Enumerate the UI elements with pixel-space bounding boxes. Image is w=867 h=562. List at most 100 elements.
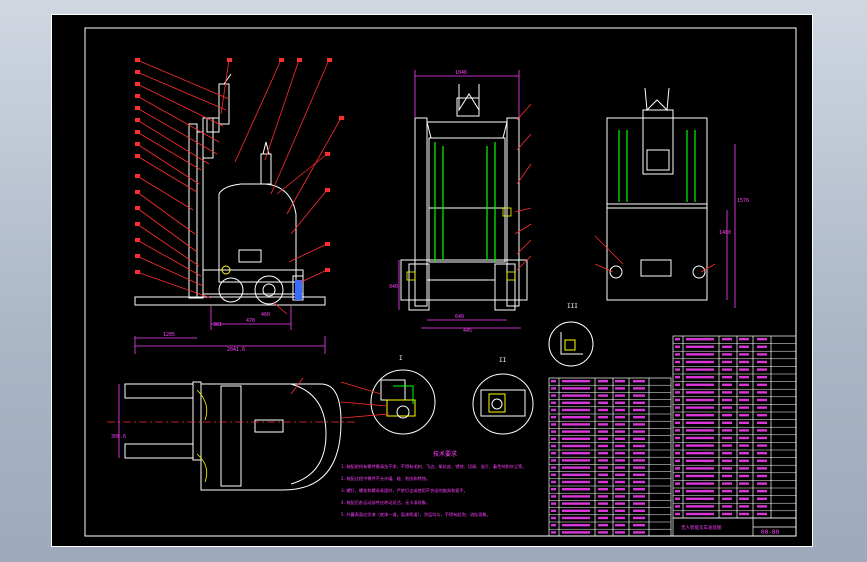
bom-entry-mark [598, 401, 608, 404]
title-block: 无人智能叉车总装图 00-00 [672, 517, 797, 537]
bom-entry-mark [757, 421, 767, 424]
bom-entry-mark [675, 353, 680, 356]
bom-entry-mark [598, 430, 608, 433]
bom-entry-mark [615, 480, 625, 484]
bom-entry-mark [722, 421, 732, 424]
bom-entry-mark [633, 473, 645, 476]
bom-entry-mark [615, 524, 625, 527]
bom-entry-mark [633, 495, 645, 498]
bom-entry-mark [615, 430, 625, 433]
bom-entry-mark [633, 516, 645, 520]
bom-entry-mark [633, 423, 645, 426]
bom-entry-mark [551, 480, 556, 484]
bom-entry-mark [551, 430, 556, 433]
bom-entry-mark [739, 429, 749, 432]
bom-entry-mark [675, 383, 680, 386]
bom-entry-mark [633, 430, 645, 433]
bom-entry-mark [739, 444, 749, 447]
bom-entry-mark [633, 531, 645, 534]
bom-entry-mark [562, 408, 590, 412]
bom-entry-mark [551, 524, 556, 527]
bom-entry-mark [562, 387, 590, 390]
bom-entry-mark [598, 466, 608, 469]
bom-entry-mark [686, 436, 714, 440]
bom-entry-mark [562, 480, 590, 484]
bom-entry-mark [562, 531, 590, 534]
bom-entry-mark [598, 416, 608, 419]
tech-requirement-5: 5. 外露表面应涂漆（底漆一道，面漆两道），涂层均匀，不得有起泡、流挂现象。 [341, 511, 491, 518]
bom-entry-mark [633, 452, 645, 455]
bom-entry-mark [722, 512, 732, 516]
bom-entry-mark [551, 495, 556, 498]
bom-entry-mark [551, 473, 556, 476]
bom-entry-mark [633, 459, 645, 462]
bom-entry-mark [598, 387, 608, 390]
bom-entry-mark [675, 490, 680, 493]
dim-side-1: 640 [455, 314, 464, 320]
bom-entry-mark [598, 531, 608, 534]
bom-entry-mark [633, 408, 645, 412]
dim-front-4: 460 [261, 312, 270, 318]
bom-entry-mark [722, 414, 732, 417]
bom-entry-mark [598, 473, 608, 476]
bom-entry-mark [615, 495, 625, 498]
bom-entry-mark [686, 383, 714, 386]
bom-entry-mark [757, 376, 767, 379]
bom-entry-mark [739, 436, 749, 440]
bom-entry-mark [562, 509, 590, 512]
bom-entry-mark [757, 497, 767, 500]
rear-dimension-labels: 1576 1400 [719, 198, 749, 236]
bom-entry-mark [686, 444, 714, 447]
tech-requirement-4: 4. 装配后各运动部件应转动灵活，无卡滞现象。 [341, 499, 430, 506]
bom-entry-mark [757, 459, 767, 462]
bom-entry-mark [598, 423, 608, 426]
bom-entry-mark [686, 345, 714, 348]
bom-entry-mark [722, 429, 732, 432]
bom-entry-mark [633, 466, 645, 469]
side-leader-lines [514, 103, 532, 271]
bom-entry-mark [551, 401, 556, 404]
bom-entry-mark [598, 524, 608, 527]
bom-entry-mark [675, 338, 680, 341]
bom-entry-mark [675, 436, 680, 440]
drawing-number: 00-00 [761, 529, 779, 536]
bom-entry-mark [615, 380, 625, 383]
bom-entry-mark [757, 398, 767, 402]
bom-entry-mark [598, 459, 608, 462]
bom-entry-mark [598, 480, 608, 484]
bom-entry-mark [739, 345, 749, 348]
bom-entry-mark [562, 466, 590, 469]
bom-entry-mark [633, 480, 645, 484]
outer-border [51, 14, 813, 547]
drawing-sheet: 1205 470 2041.6 361 460 [51, 14, 813, 547]
bom-entry-mark [686, 338, 714, 341]
bom-entry-mark [633, 387, 645, 390]
bom-entry-mark [562, 401, 590, 404]
bom-entry-mark [739, 452, 749, 455]
bom-entry-mark [722, 436, 732, 440]
bom-entry-mark [675, 421, 680, 424]
bom-entry-mark [686, 482, 714, 485]
rear-mast-rails [618, 130, 696, 202]
rear-elevation-view [606, 87, 708, 301]
bom-entry-mark [739, 490, 749, 493]
bom-entry-mark [551, 509, 556, 512]
bom-entry-mark [598, 516, 608, 520]
bom-entry-mark [739, 459, 749, 462]
bom-entry-mark [551, 488, 556, 491]
plan-details [196, 389, 208, 483]
bom-entry-mark [686, 421, 714, 424]
dim-side-0: 1046 [455, 70, 467, 76]
section-labels: I II III [399, 303, 578, 364]
bom-entry-mark [757, 383, 767, 386]
bom-entry-mark [739, 368, 749, 371]
bom-entry-mark [615, 437, 625, 440]
bom-entry-mark [675, 406, 680, 409]
bom-entry-mark [562, 524, 590, 527]
bom-entry-mark [551, 380, 556, 383]
plan-leader-lines [290, 377, 304, 395]
bom-entry-mark [757, 391, 767, 394]
bom-rows [549, 343, 796, 530]
dim-rear-0: 1576 [737, 198, 749, 204]
bom-entry-mark [551, 516, 556, 520]
